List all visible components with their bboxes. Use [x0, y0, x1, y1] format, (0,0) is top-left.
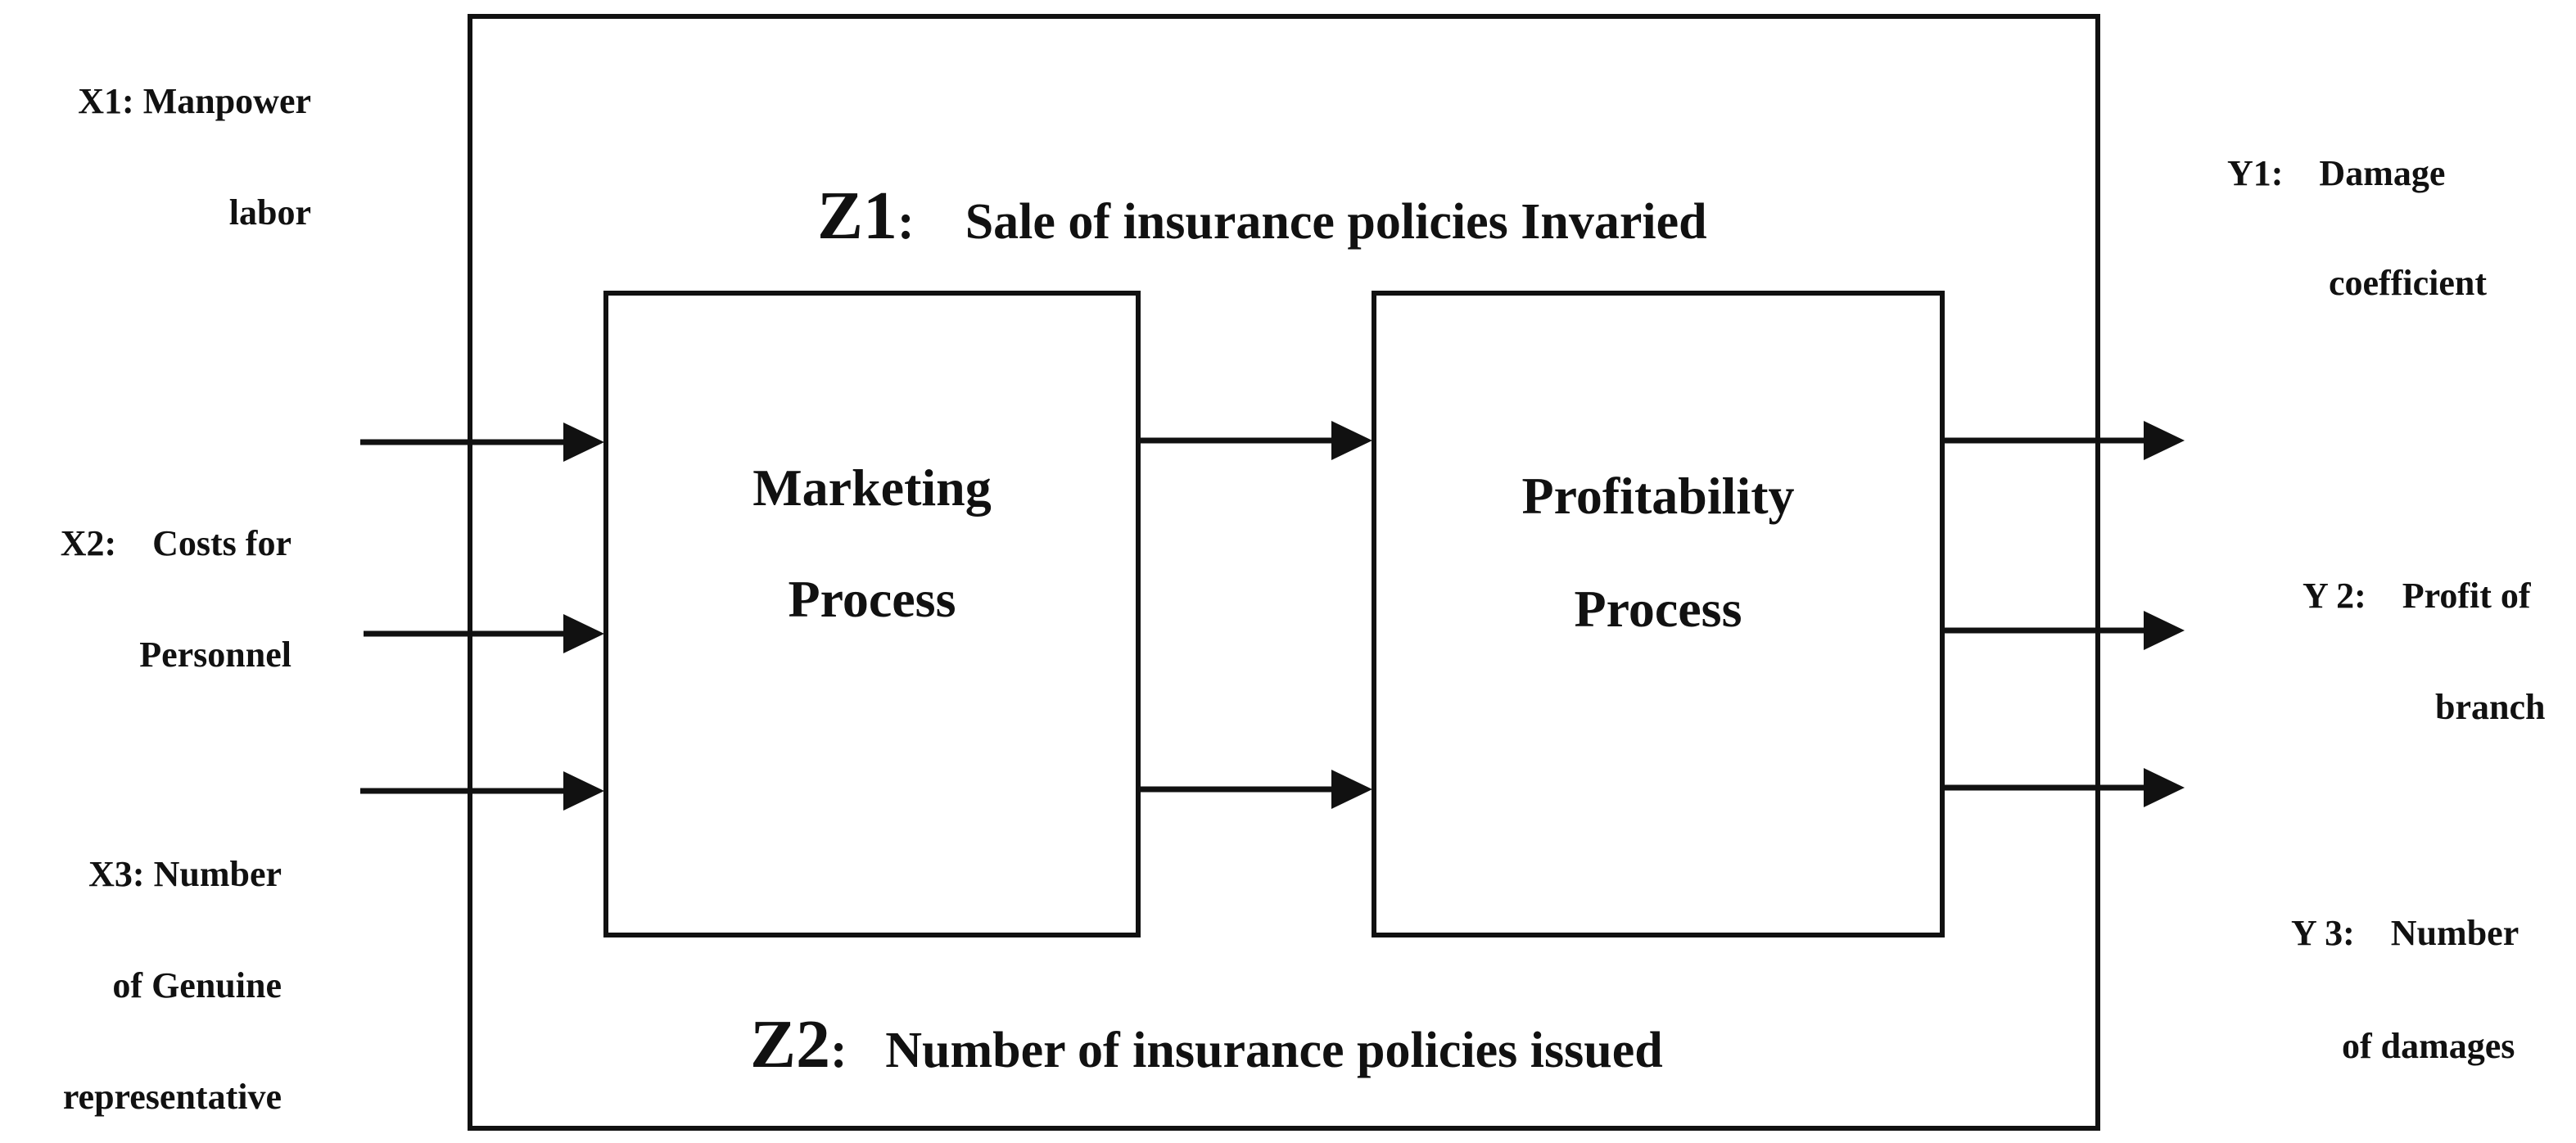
z2-id: Z2: [750, 1006, 831, 1082]
input-x3-label-line1: X3: Number: [88, 854, 282, 894]
input-arrow-x1: [360, 422, 604, 462]
output-arrow-y2: [1942, 611, 2185, 650]
z1-line: Z1: Sale of insurance policies Invaried: [811, 169, 1707, 251]
z1-separator: :: [897, 194, 915, 250]
output-y1-label-line1: Y1: Damage: [2227, 153, 2446, 193]
profitability-process-title-line1: Profitability: [1521, 467, 1795, 525]
input-x1-label-line1: X1: Manpower: [78, 81, 311, 121]
z2-gap: [847, 1023, 886, 1078]
output-y2-label-line2: branch: [2435, 687, 2546, 727]
profitability-process-box: [1372, 291, 1945, 937]
input-x2-label-line1: X2: Costs for: [60, 523, 291, 563]
z1-text: Sale of insurance policies Invaried: [965, 194, 1707, 250]
z2-text: Number of insurance policies issued: [885, 1023, 1663, 1078]
output-y3-label-line1: Y 3: Number: [2291, 913, 2520, 953]
z2-separator: :: [830, 1023, 847, 1078]
output-y3-label-line2: of damages: [2342, 1026, 2515, 1066]
marketing-process-box: [603, 291, 1141, 937]
marketing-process-title-line1: Marketing: [752, 459, 992, 517]
output-arrow-y3: [1942, 768, 2185, 807]
z1-id: Z1: [817, 178, 898, 254]
input-arrow-x3: [360, 771, 604, 811]
z1-gap: [915, 194, 965, 250]
system-boundary-box: [468, 14, 2100, 1131]
input-x1-label-line2: labor: [228, 192, 311, 233]
input-x3-label-line3: representative: [62, 1077, 282, 1117]
output-y2-label-line1: Y 2: Profit of: [2303, 576, 2531, 616]
output-y1-label-line2: coefficient: [2329, 263, 2487, 303]
z2-line: Z2: Number of insurance policies issued: [743, 997, 1663, 1079]
middle-arrow-lower: [1138, 770, 1372, 809]
input-x3-label-line2: of Genuine: [112, 965, 282, 1005]
marketing-process-title-line2: Process: [788, 570, 956, 628]
output-arrow-y1: [1942, 421, 2185, 460]
profitability-process-title-line2: Process: [1574, 580, 1742, 638]
input-arrow-x2: [364, 614, 604, 653]
middle-arrow-upper: [1138, 421, 1372, 460]
input-x2-label-line2: Personnel: [139, 635, 291, 675]
